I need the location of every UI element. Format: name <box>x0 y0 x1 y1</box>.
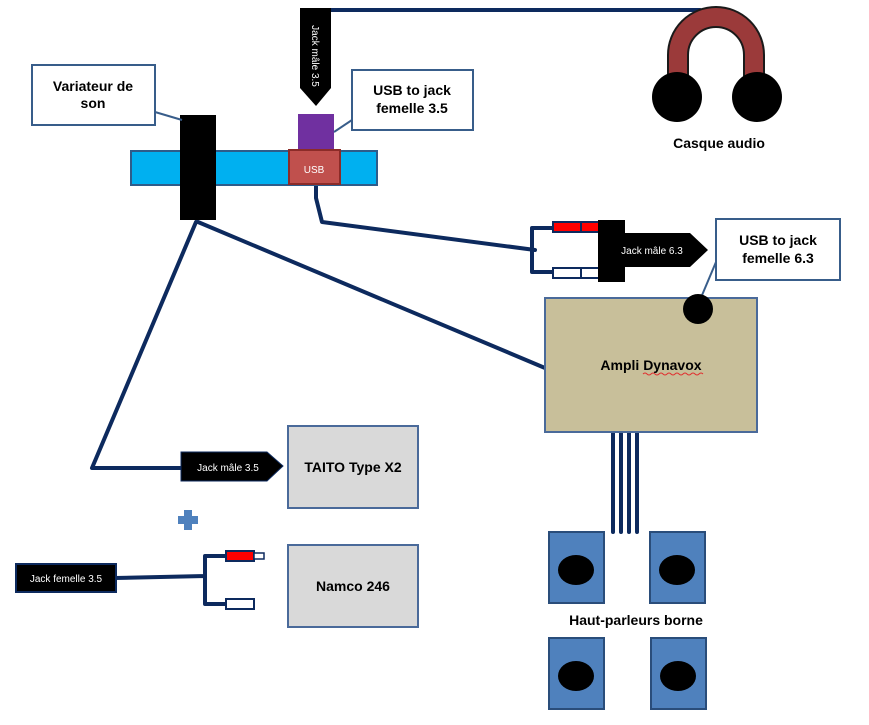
cable-jack-femelle-split <box>113 554 228 606</box>
headphone-left-cup <box>652 72 702 122</box>
ampli-dynavox: Ampli Dynavox <box>544 294 758 433</box>
ampli-label: Ampli Dynavox <box>600 357 701 373</box>
headphone-right-cup <box>732 72 782 122</box>
jack-male-35-left: Jack mâle 3.5 <box>180 451 284 482</box>
variateur-label-line2: son <box>81 95 106 111</box>
headphones: Casque audio <box>652 6 782 151</box>
headphone-band-inner <box>669 8 763 88</box>
jack-male-63-body <box>598 220 708 282</box>
speakers-label: Haut-parleurs borne <box>569 612 703 628</box>
callout-usb-jack-63: USB to jack femelle 6.3 <box>699 218 841 301</box>
jack-male-35-top: Jack mâle 3.5 <box>300 8 331 106</box>
split-plugs-35 <box>225 550 265 610</box>
casque-label: Casque audio <box>673 135 765 151</box>
usb-jack-35-line1: USB to jack <box>373 82 451 98</box>
speaker <box>650 637 707 710</box>
usb-port-label: USB <box>304 165 325 176</box>
taito-device: TAITO Type X2 <box>287 425 419 509</box>
usb-jack-63-line1: USB to jack <box>739 232 817 248</box>
usb-jack-35-line2: femelle 3.5 <box>376 100 448 116</box>
white-plug-63 <box>552 267 582 279</box>
ampli-spellcheck-underline <box>642 372 704 376</box>
callout-variateur: Variateur de son <box>31 64 183 126</box>
callout-usb-jack-35: USB to jack femelle 3.5 <box>333 69 474 133</box>
speaker <box>548 637 605 710</box>
red-plug-63 <box>552 221 582 233</box>
white-plug-35 <box>225 598 255 610</box>
cable-jack63-split <box>530 226 555 274</box>
cable-usb-to-jack63 <box>314 184 537 252</box>
jack-male-63-assembly: Jack mâle 6.3 <box>552 220 708 282</box>
speakers: Haut-parleurs borne <box>548 531 707 710</box>
taito-label: TAITO Type X2 <box>304 459 401 475</box>
speaker <box>548 531 605 604</box>
jack-femelle-35-label: Jack femelle 3.5 <box>30 574 103 585</box>
namco-label: Namco 246 <box>316 578 390 594</box>
namco-device: Namco 246 <box>287 544 419 628</box>
cable-speaker-bundle <box>611 430 639 534</box>
variateur-label-line1: Variateur de <box>53 78 133 94</box>
variateur-block <box>180 115 216 220</box>
cables <box>90 8 702 606</box>
ampli-usb-socket <box>683 294 713 324</box>
usb-jack-63-line2: femelle 6.3 <box>742 250 814 266</box>
cable-variateur-to-ampli <box>196 220 547 370</box>
jack-male-35-top-label: Jack mâle 3.5 <box>309 25 320 87</box>
usb-port <box>288 149 341 185</box>
plus-icon <box>178 510 198 530</box>
red-plug-35 <box>225 550 255 562</box>
jack-femelle-35: Jack femelle 3.5 <box>15 563 117 593</box>
cable-variateur-to-taito <box>90 220 198 470</box>
jack-male-63-label: Jack mâle 6.3 <box>621 246 683 257</box>
jack-male-35-left-label: Jack mâle 3.5 <box>197 463 259 474</box>
speaker <box>649 531 706 604</box>
usb-plug <box>298 114 334 150</box>
